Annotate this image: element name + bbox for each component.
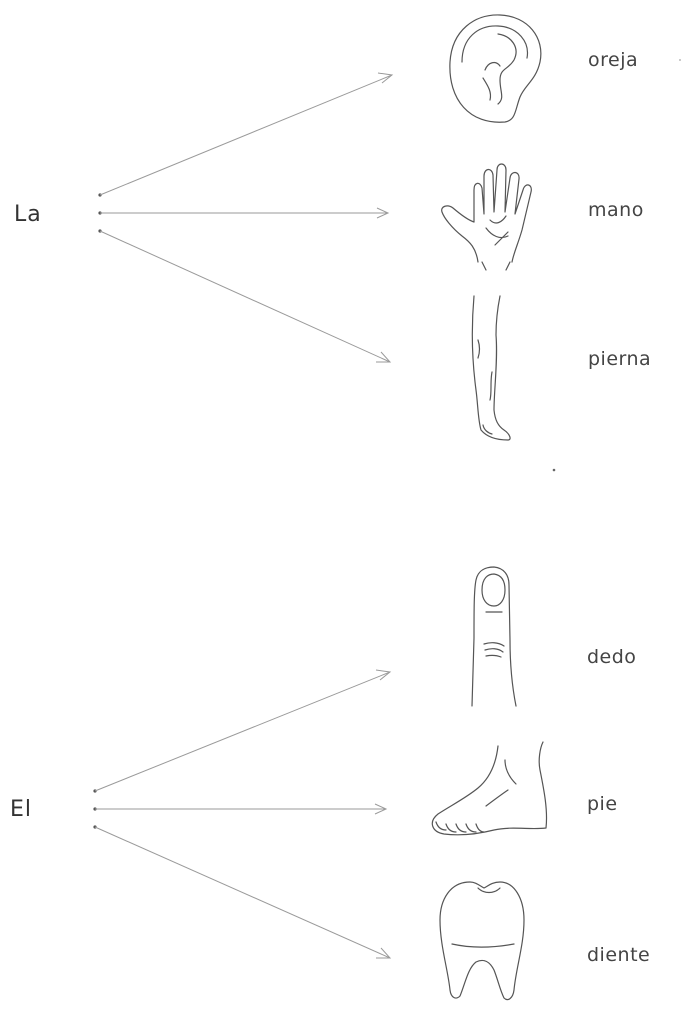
tooth-icon: [440, 882, 524, 1000]
word-diente: diente: [587, 944, 650, 966]
ear-icon: [450, 15, 541, 122]
arrow-to-oreja: [100, 75, 392, 195]
arrows-el: [93, 670, 390, 958]
foot-icon: [432, 742, 546, 835]
word-pie: pie: [587, 793, 618, 815]
speck: [679, 59, 681, 61]
arrow-to-dedo: [95, 672, 390, 791]
finger-icon: [472, 567, 516, 706]
speck: [553, 469, 556, 472]
article-la: La: [14, 202, 42, 227]
arrow-to-pierna: [100, 231, 390, 362]
leg-icon: [472, 296, 510, 440]
word-mano: mano: [588, 199, 644, 221]
arrows-la: [98, 73, 392, 362]
arrow-to-diente: [95, 827, 390, 958]
hand-icon: [442, 164, 532, 270]
article-el: El: [10, 797, 32, 822]
word-oreja: oreja: [588, 49, 638, 71]
word-dedo: dedo: [587, 646, 636, 668]
word-pierna: pierna: [588, 348, 651, 370]
